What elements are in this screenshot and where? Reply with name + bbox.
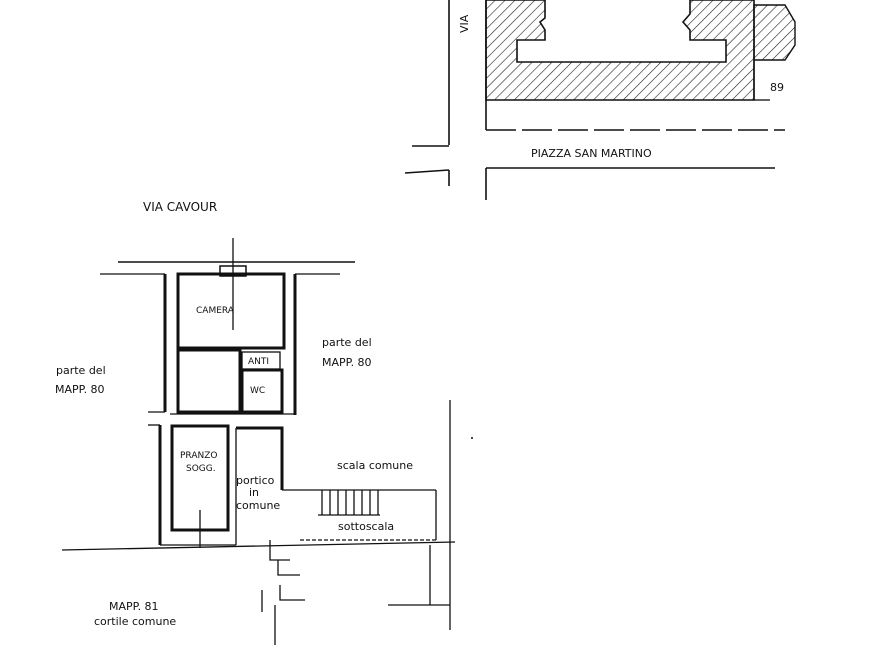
right-parte-label: parte del	[322, 336, 372, 349]
sottoscala-label: sottoscala	[338, 520, 394, 533]
portico-label-2: in	[249, 486, 259, 499]
apartment-plan: CAMERA ANTI WC PRANZO SOGG. portico in c…	[55, 200, 473, 645]
left-mapp-label: MAPP. 80	[55, 383, 105, 396]
adjacent-building	[753, 4, 796, 61]
via-cavour-label: VIA CAVOUR	[143, 200, 217, 214]
front-window	[219, 265, 247, 277]
wc-room	[240, 368, 284, 414]
pranzo-label: PRANZO	[180, 451, 217, 461]
parcel-ref-label: 89	[770, 81, 784, 94]
middle-room	[176, 348, 242, 414]
camera-label: CAMERA	[196, 306, 235, 316]
portico-wall	[236, 426, 284, 490]
courtyard-edge	[61, 541, 456, 551]
piazza-west-stub-lower	[404, 169, 450, 174]
stair-steps	[318, 490, 380, 516]
hatched-building-block	[485, 0, 755, 101]
stray-dot	[471, 437, 473, 439]
via-vertical-label: VIA	[458, 14, 471, 33]
piazza-label: PIAZZA SAN MARTINO	[531, 147, 652, 160]
portico-label-1: portico	[236, 474, 275, 487]
wc-label: WC	[250, 386, 265, 396]
bottom-mapp-label: MAPP. 81	[109, 600, 159, 613]
bottom-cortile-label: cortile comune	[94, 615, 176, 628]
portico-label-3: comune	[236, 499, 280, 512]
location-map: VIA 89 PIAZZA SAN MARTINO	[404, 0, 796, 200]
sogg-label: SOGG.	[186, 464, 216, 474]
right-mapp-label: MAPP. 80	[322, 356, 372, 369]
scala-label: scala comune	[337, 459, 413, 472]
left-parte-label: parte del	[56, 364, 106, 377]
anti-label: ANTI	[248, 357, 269, 367]
camera-room	[176, 272, 286, 350]
courtyard-steps	[261, 540, 305, 645]
